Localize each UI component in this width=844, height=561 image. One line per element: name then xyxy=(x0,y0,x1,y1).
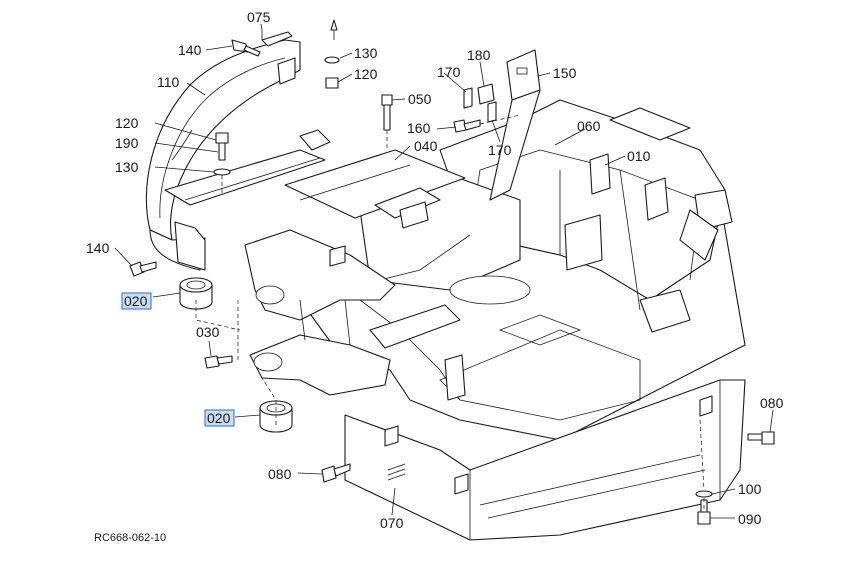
bolt-080-left xyxy=(321,463,351,483)
nut-120-top xyxy=(325,77,339,89)
bushing-020-upper xyxy=(179,277,213,310)
washer-100 xyxy=(695,490,713,498)
callout-080-left: 080 xyxy=(268,466,292,482)
callout-100: 100 xyxy=(738,481,762,497)
callout-180: 180 xyxy=(467,47,491,63)
callout-140-top: 140 xyxy=(178,42,202,58)
callout-120-top: 120 xyxy=(354,66,378,82)
callout-080-right: 080 xyxy=(760,395,784,411)
front-cover-070 xyxy=(344,379,746,541)
bolt-120-left xyxy=(215,132,229,161)
callout-020-lower-highlight xyxy=(204,409,235,427)
callout-020-upper: 020 xyxy=(124,293,148,309)
bolt-080-right xyxy=(747,431,775,445)
bolt-140-top xyxy=(231,39,261,57)
washer-130-top xyxy=(324,19,340,64)
callout-050: 050 xyxy=(408,91,432,107)
callout-190: 190 xyxy=(115,135,139,151)
rear-cover-110 xyxy=(145,39,326,271)
callout-030: 030 xyxy=(196,324,220,340)
washer-130-left xyxy=(213,168,231,176)
callout-110: 110 xyxy=(157,74,180,90)
callout-010: 010 xyxy=(627,148,651,164)
bolt-160 xyxy=(453,119,481,133)
callout-120-left: 120 xyxy=(115,115,139,131)
callout-075: 075 xyxy=(247,9,271,25)
callout-020-lower: 020 xyxy=(207,410,231,426)
drawing-code: RC668-062-10 xyxy=(94,532,166,544)
bracket-150 xyxy=(489,49,541,201)
bolt-140-left xyxy=(129,261,157,277)
callout-160: 160 xyxy=(407,120,431,136)
assembly-lines xyxy=(195,114,705,512)
callout-170-upper: 170 xyxy=(437,64,461,80)
callout-170-lower: 170 xyxy=(488,142,512,158)
clips-170-180 xyxy=(463,83,497,123)
callout-020-upper-highlight xyxy=(121,292,152,310)
callout-130-top: 130 xyxy=(354,45,378,61)
plate-040 xyxy=(284,149,466,267)
callout-060: 060 xyxy=(577,118,601,134)
callout-150: 150 xyxy=(553,65,577,81)
callout-070: 070 xyxy=(380,515,404,531)
leader-lines xyxy=(114,23,774,519)
fitting-030 xyxy=(204,355,233,369)
callout-labels: 075 140 130 120 110 180 170 150 050 120 … xyxy=(86,9,784,544)
bracket-075 xyxy=(261,31,331,151)
bolt-090 xyxy=(697,499,711,525)
callout-130-left: 130 xyxy=(115,159,139,175)
callout-040: 040 xyxy=(414,138,438,154)
callout-090: 090 xyxy=(738,511,762,527)
callout-140-left: 140 xyxy=(86,240,110,256)
bolt-050 xyxy=(381,94,393,131)
